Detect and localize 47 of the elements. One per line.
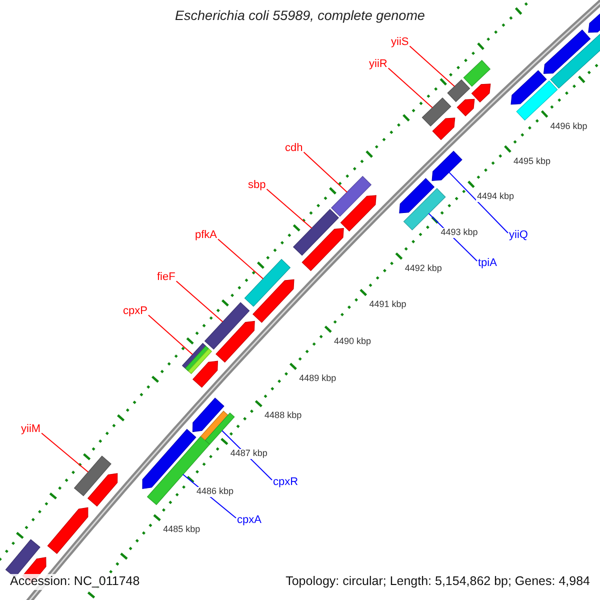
gene-bar xyxy=(74,456,112,496)
gene-label: yiiM xyxy=(21,423,41,436)
scale-label: 4489 kbp xyxy=(298,374,338,384)
leader-line xyxy=(266,188,312,229)
gene-label: pfkA xyxy=(195,229,218,242)
gene-bar xyxy=(447,79,470,102)
gene-bar xyxy=(244,258,291,307)
scale-label: 4491 kbp xyxy=(368,300,408,310)
leader-line xyxy=(148,314,194,355)
title: Escherichia coli 55989, complete genome xyxy=(174,9,426,24)
scale-label: 4495 kbp xyxy=(512,156,552,167)
gene-label: yiiS xyxy=(391,36,409,48)
gene-label: yiiQ xyxy=(509,229,528,242)
scale-label: 4492 kbp xyxy=(404,264,443,274)
gene-label: cpxA xyxy=(237,514,262,526)
leader-line xyxy=(388,68,433,108)
scale-label: 4490 kbp xyxy=(333,337,372,347)
scale-label: 4494 kbp xyxy=(476,192,515,202)
scale-label: 4485 kbp xyxy=(162,525,202,536)
gene-label: cpxP xyxy=(123,305,148,318)
leader-line xyxy=(409,46,455,87)
scale-label: 4488 kbp xyxy=(264,411,303,422)
leader-line xyxy=(303,152,348,193)
genome-info-text: Topology: circular; Length: 5,154,862 bp; Genes: 4,984 xyxy=(284,574,592,590)
gene-label: cpxR xyxy=(273,476,298,488)
gene-bar xyxy=(204,302,250,350)
gene-label: cdh xyxy=(285,142,303,154)
scale-label: 4487 kbp xyxy=(229,449,268,459)
leader-line xyxy=(176,280,224,322)
leader-line xyxy=(41,432,89,473)
leader-line xyxy=(448,172,508,234)
gene-bar xyxy=(422,97,452,127)
scale-label: 4496 kbp xyxy=(549,122,588,132)
gene-bar xyxy=(292,208,339,256)
gene-label: fieF xyxy=(157,271,176,284)
leader-line xyxy=(218,238,264,280)
gene-label: yiiR xyxy=(369,58,388,70)
scale-label: 4493 kbp xyxy=(440,228,479,238)
accession-text: Accession: NC_011748 xyxy=(8,574,142,590)
scale-label: 4486 kbp xyxy=(196,487,235,497)
gene-label: sbp xyxy=(248,179,266,192)
gene-bar xyxy=(330,176,372,217)
gene-bar xyxy=(432,150,462,181)
gene-label: tpiA xyxy=(478,257,497,270)
gene-bar xyxy=(200,410,235,445)
gene-bar xyxy=(182,342,212,374)
gene-bar xyxy=(403,188,446,230)
